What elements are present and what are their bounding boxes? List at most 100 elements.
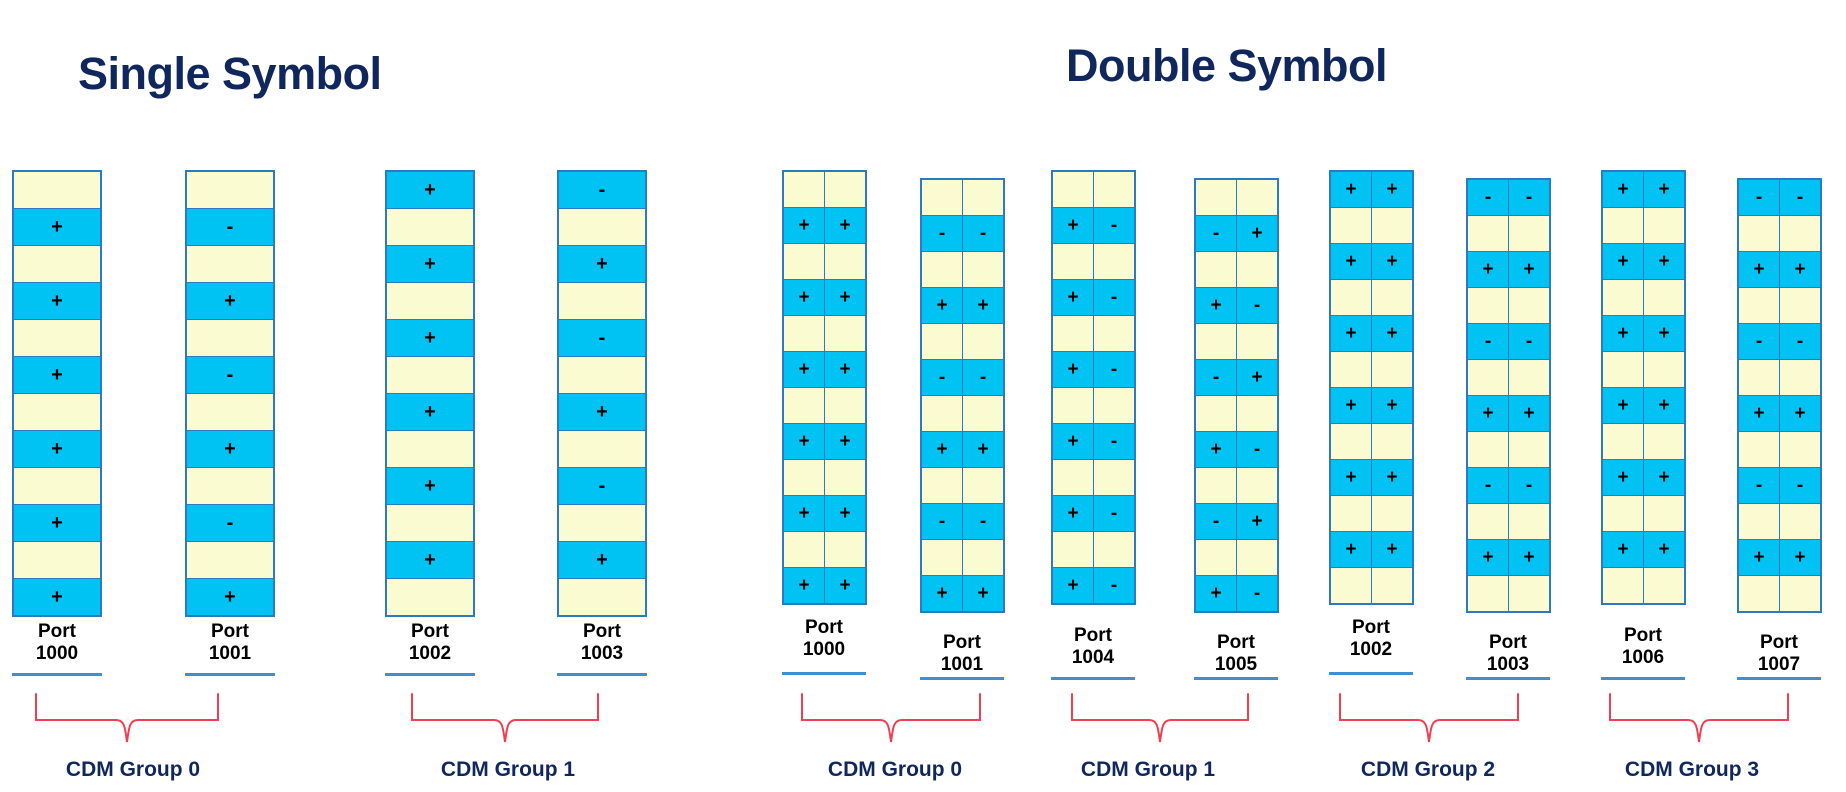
resource-cell-empty (1372, 280, 1412, 315)
resource-row (1468, 576, 1549, 611)
resource-cell-empty (1331, 280, 1371, 315)
resource-cell-empty (559, 357, 645, 393)
resource-row: ++ (922, 576, 1003, 611)
resource-cell-empty (1739, 360, 1779, 395)
resource-grid: -++--++--++- (1194, 178, 1279, 613)
resource-cell-empty (1196, 180, 1236, 215)
resource-cell-empty (387, 505, 473, 541)
resource-row (1603, 208, 1684, 243)
resource-cell-symbol: - (1468, 324, 1508, 359)
resource-cell-empty (1739, 288, 1779, 323)
resource-cell-empty (1509, 432, 1549, 467)
panel-title-single: Single Symbol (78, 48, 382, 99)
resource-cell-empty (825, 316, 865, 351)
resource-row (1468, 432, 1549, 467)
port-underline (1737, 677, 1821, 680)
resource-cell-empty (1094, 316, 1134, 351)
resource-cell-empty (187, 394, 273, 430)
resource-cell-symbol: - (1094, 352, 1134, 387)
resource-cell-empty (1739, 432, 1779, 467)
resource-cell-symbol: + (1331, 460, 1371, 495)
cdm-group-label: CDM Group 0 (827, 758, 963, 781)
resource-row (1196, 180, 1277, 215)
resource-cell-symbol: - (1094, 496, 1134, 531)
resource-row: ++ (1739, 540, 1820, 575)
resource-cell-empty (1237, 468, 1277, 503)
resource-row (1196, 324, 1277, 359)
resource-cell-empty (1331, 496, 1371, 531)
resource-cell-empty (1053, 388, 1093, 423)
resource-cell-empty (1468, 504, 1508, 539)
resource-cell-symbol: - (1468, 180, 1508, 215)
resource-cell-empty (1468, 432, 1508, 467)
resource-row: - (559, 320, 645, 356)
resource-row (1739, 360, 1820, 395)
resource-cell-empty (387, 209, 473, 245)
resource-row (1331, 280, 1412, 315)
resource-row (187, 246, 273, 282)
resource-row: ++ (1331, 388, 1412, 423)
port-label: Port 1007 (1757, 632, 1801, 676)
resource-cell-symbol: - (1196, 360, 1236, 395)
resource-row: +- (1053, 208, 1134, 243)
resource-cell-symbol: + (387, 394, 473, 430)
resource-cell-empty (922, 540, 962, 575)
resource-cell-empty (1053, 316, 1093, 351)
resource-row: + (14, 357, 100, 393)
resource-row: ++ (784, 352, 865, 387)
resource-cell-symbol: + (825, 424, 865, 459)
resource-cell-empty (1196, 540, 1236, 575)
resource-cell-symbol: - (1468, 468, 1508, 503)
resource-row: ++ (1331, 172, 1412, 207)
resource-row: ++ (1603, 172, 1684, 207)
port-underline (782, 672, 866, 675)
resource-cell-empty (1780, 360, 1820, 395)
resource-row (187, 394, 273, 430)
resource-cell-empty (1780, 504, 1820, 539)
resource-cell-empty (14, 468, 100, 504)
resource-cell-symbol: - (559, 320, 645, 356)
resource-row: -- (1739, 180, 1820, 215)
resource-row: ++ (1603, 244, 1684, 279)
resource-cell-empty (1237, 252, 1277, 287)
port-underline (1051, 677, 1135, 680)
cdm-group-label: CDM Group 1 (1080, 758, 1216, 781)
resource-cell-empty (1331, 208, 1371, 243)
resource-row: ++ (784, 208, 865, 243)
resource-row (922, 540, 1003, 575)
resource-cell-symbol: + (1603, 172, 1643, 207)
resource-cell-empty (922, 396, 962, 431)
resource-cell-empty (963, 468, 1003, 503)
resource-row: +- (1196, 576, 1277, 611)
port-underline (185, 673, 275, 676)
resource-cell-symbol: + (1468, 396, 1508, 431)
port-label: Port 1004 (1071, 625, 1115, 669)
resource-cell-empty (559, 431, 645, 467)
resource-cell-symbol: + (14, 431, 100, 467)
resource-cell-symbol: + (1053, 280, 1093, 315)
resource-cell-symbol: - (1780, 324, 1820, 359)
resource-cell-symbol: - (1237, 432, 1277, 467)
resource-cell-empty (14, 320, 100, 356)
resource-row (1053, 388, 1134, 423)
resource-cell-empty (1509, 576, 1549, 611)
resource-cell-empty (825, 460, 865, 495)
resource-cell-symbol: + (784, 568, 824, 603)
resource-cell-empty (825, 532, 865, 567)
resource-row (784, 460, 865, 495)
resource-grid: ++++++++++++ (1329, 170, 1414, 605)
resource-cell-empty (1644, 208, 1684, 243)
resource-row: +- (1053, 280, 1134, 315)
resource-row: ++ (1331, 532, 1412, 567)
resource-cell-empty (387, 357, 473, 393)
resource-cell-symbol: + (1372, 244, 1412, 279)
resource-cell-symbol: + (825, 496, 865, 531)
resource-row (1468, 360, 1549, 395)
resource-cell-symbol: - (1509, 324, 1549, 359)
resource-row: ++ (1468, 252, 1549, 287)
port-underline (1466, 677, 1550, 680)
resource-row: ++ (1603, 316, 1684, 351)
resource-row (559, 357, 645, 393)
resource-cell-empty (14, 542, 100, 578)
resource-row (14, 394, 100, 430)
